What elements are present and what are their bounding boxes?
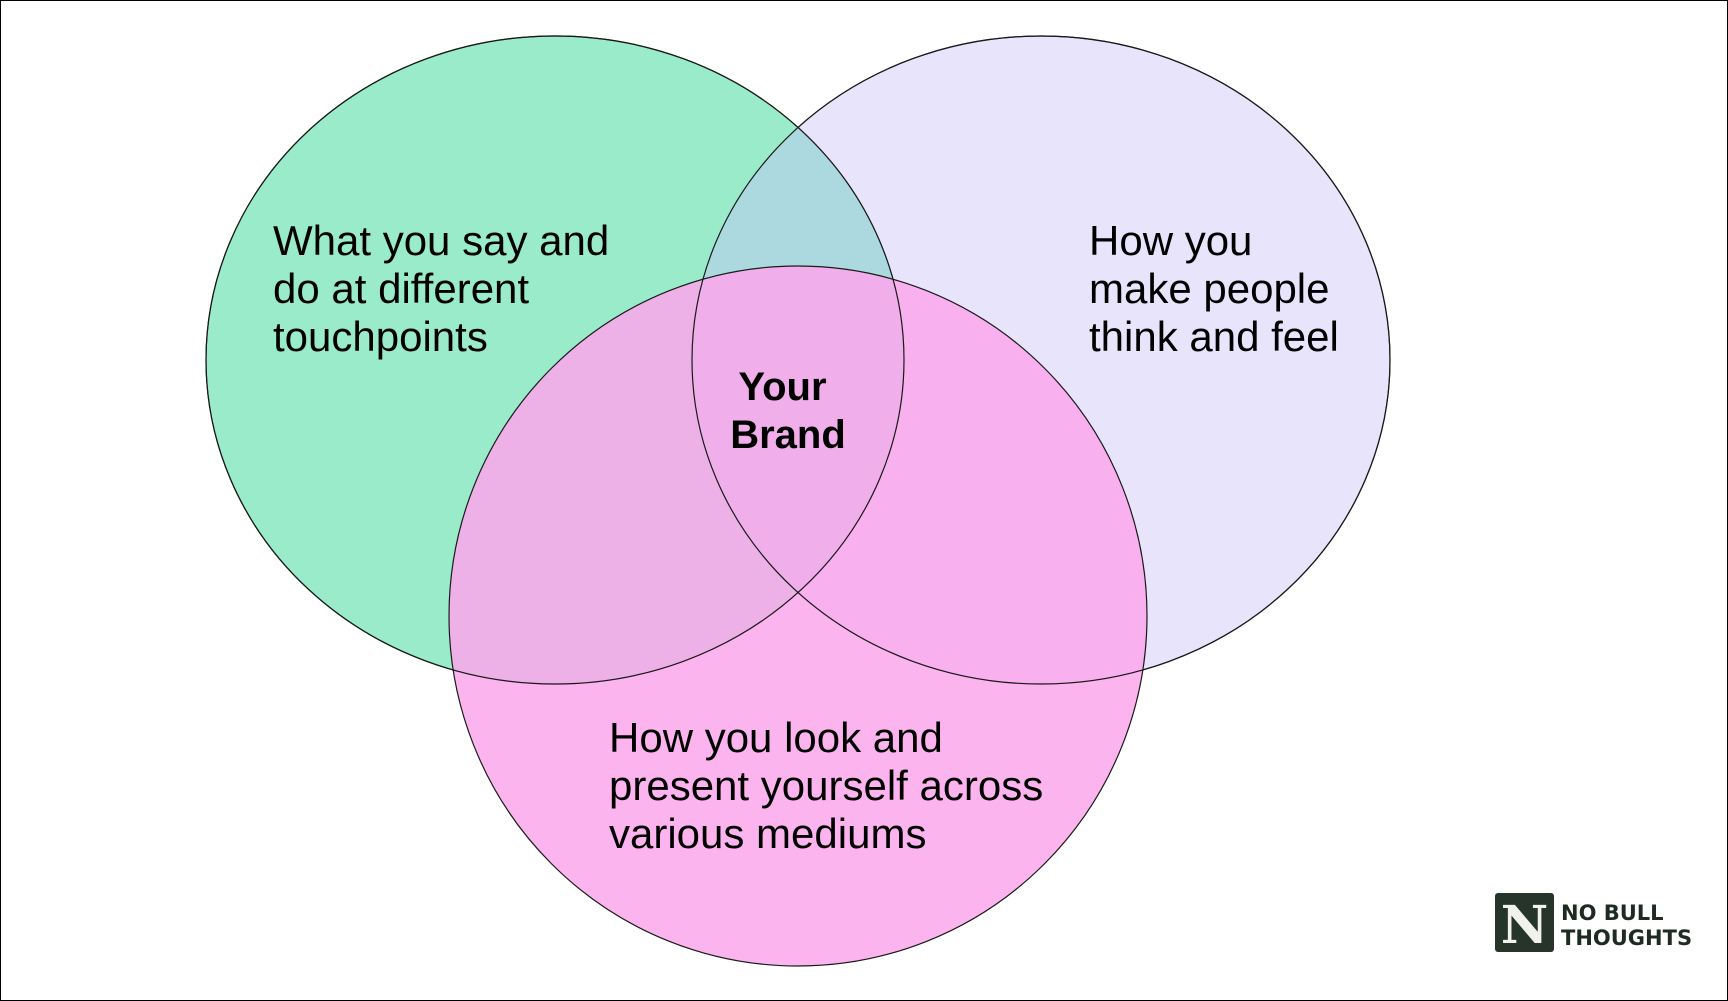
label-think-feel-line: make people <box>1089 265 1330 312</box>
center-label: Your Brand <box>730 365 846 457</box>
brand-logo: N NO BULL THOUGHTS <box>1495 893 1692 956</box>
logo-line-2: THOUGHTS <box>1561 926 1692 950</box>
logo-letter: N <box>1501 895 1549 956</box>
logo-mark-box <box>1495 893 1554 952</box>
center-label-line: Your <box>738 365 826 409</box>
logo-line-1: NO BULL <box>1561 901 1664 925</box>
label-think-feel: How you make people think and feel <box>1089 217 1341 360</box>
outline-think-feel <box>691 35 1391 685</box>
center-label-line: Brand <box>730 413 846 457</box>
label-think-feel-line: How you <box>1089 217 1252 264</box>
label-look-present-line: various mediums <box>609 810 926 857</box>
circle-look-present <box>448 265 1148 967</box>
label-say-do: What you say and do at different touchpo… <box>273 217 621 360</box>
label-look-present-line: How you look and <box>609 714 943 761</box>
label-look-present-line: present yourself across <box>609 762 1043 809</box>
label-think-feel-line: think and feel <box>1089 313 1339 360</box>
outline-say-do <box>205 35 905 685</box>
label-say-do-line: touchpoints <box>273 313 488 360</box>
label-look-present: How you look and present yourself across… <box>609 714 1055 857</box>
label-say-do-line: do at different <box>273 265 529 312</box>
label-say-do-line: What you say and <box>273 217 609 264</box>
